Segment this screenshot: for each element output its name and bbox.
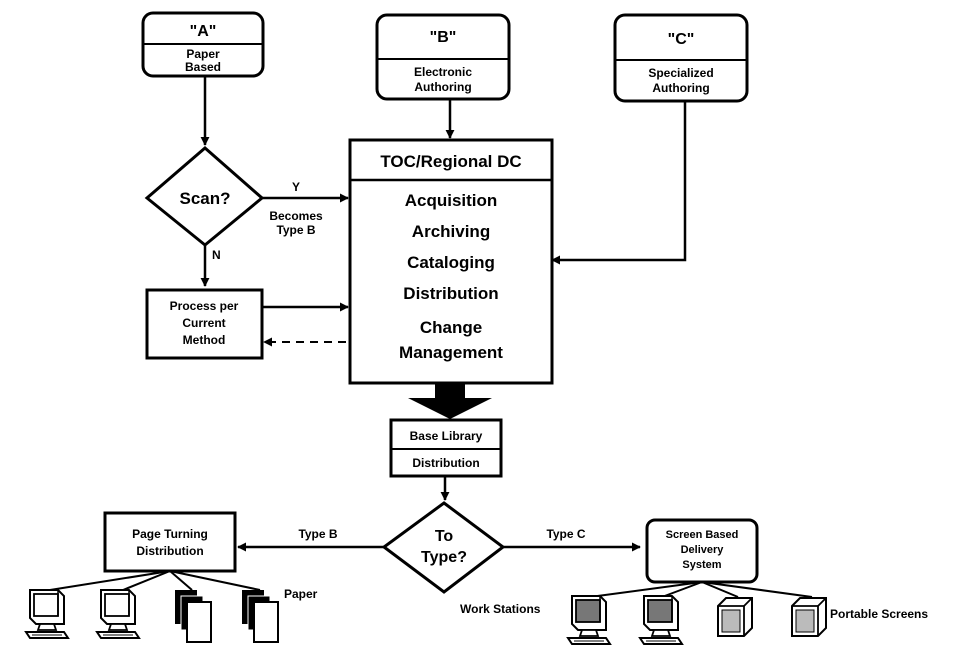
process-line3: Method — [183, 333, 226, 347]
library-box: Base Library Distribution — [389, 418, 503, 478]
page-turning-connectors — [49, 570, 261, 591]
paper-stack-icon — [241, 589, 279, 643]
source-b-title: "B" — [430, 29, 457, 46]
computer-workstation-icon — [96, 589, 140, 639]
computer-workstation-icon — [567, 595, 611, 645]
screen-based-line2: Delivery — [681, 544, 725, 556]
arrow-c-to-center — [551, 101, 687, 265]
library-line2: Distribution — [412, 456, 479, 470]
source-a-title: "A" — [190, 23, 217, 40]
workstations-label: Work Stations — [460, 602, 541, 616]
scan-yes-label: Y — [292, 180, 300, 194]
type-decision-line1: To — [435, 528, 454, 545]
portable-label: Portable Screens — [830, 607, 928, 621]
computer-workstation-icon — [639, 595, 683, 645]
screen-based-connectors — [589, 581, 813, 598]
scan-note-line1: Becomes — [269, 209, 323, 223]
paper-stack-icon — [174, 589, 212, 643]
center-function-archiving: Archiving — [412, 222, 490, 241]
source-c-line1: Specialized — [648, 66, 713, 80]
screen-based-line1: Screen Based — [666, 529, 739, 541]
scan-label: Scan? — [179, 189, 230, 208]
type-decision: To Type? — [381, 501, 506, 594]
center-function-cataloging: Cataloging — [407, 253, 495, 272]
type-decision-line2: Type? — [421, 549, 467, 566]
page-turning-line2: Distribution — [136, 544, 203, 558]
page-turning-line1: Page Turning — [132, 527, 208, 541]
center-box: TOC/Regional DC Acquisition Archiving Ca… — [348, 138, 554, 385]
process-line2: Current — [182, 316, 225, 330]
library-line1: Base Library — [410, 429, 483, 443]
computer-workstation-icon — [25, 589, 69, 639]
process-box: Process per Current Method — [145, 288, 264, 360]
source-b-line1: Electronic — [414, 65, 472, 79]
scan-note-line2: Type B — [276, 223, 315, 237]
source-c-title: "C" — [668, 31, 695, 48]
source-a-line1: Paper — [186, 47, 220, 61]
source-a-box: "A" Paper Based — [141, 11, 265, 78]
center-function-change: Change — [420, 318, 482, 337]
center-function-acquisition: Acquisition — [405, 191, 498, 210]
process-line1: Process per — [170, 299, 239, 313]
source-b-line2: Authoring — [414, 80, 471, 94]
source-a-line2: Based — [185, 60, 221, 74]
portable-screen-icon — [717, 597, 753, 637]
source-b-box: "B" Electronic Authoring — [375, 13, 511, 101]
page-turning-box: Page Turning Distribution — [103, 511, 237, 573]
block-arrow-down — [408, 384, 492, 419]
center-function-distribution: Distribution — [403, 284, 498, 303]
scan-no-label: N — [212, 248, 221, 262]
type-c-label: Type C — [546, 527, 585, 541]
paper-label: Paper — [284, 587, 318, 601]
center-function-management: Management — [399, 343, 503, 362]
screen-based-line3: System — [682, 559, 721, 571]
portable-screen-icon — [791, 597, 827, 637]
type-b-label: Type B — [298, 527, 337, 541]
screen-based-box: Screen Based Delivery System — [645, 518, 759, 584]
source-c-line2: Authoring — [652, 81, 709, 95]
scan-decision: Scan? — [144, 146, 265, 247]
source-c-box: "C" Specialized Authoring — [613, 13, 749, 103]
center-title: TOC/Regional DC — [380, 152, 521, 171]
